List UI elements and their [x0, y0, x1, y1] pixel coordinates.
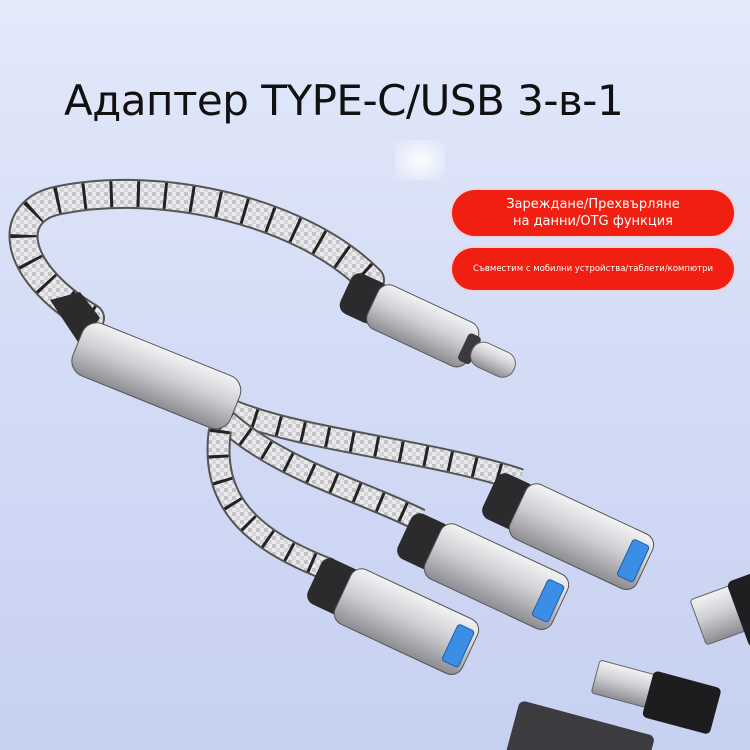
splitter-housing [50, 292, 242, 430]
flash-drive [503, 701, 654, 750]
braided-cable [8, 178, 524, 582]
usb-a-port-3 [307, 558, 480, 675]
badge-line: Съвместим с мобилни устройства/таблети/к… [472, 264, 714, 274]
usb-a-port-1 [482, 473, 655, 590]
badge-line: Зареждане/Прехвърляне [506, 197, 680, 212]
usb-a-port-2 [397, 513, 570, 630]
usb-a-plug [690, 563, 750, 647]
badge-line: на данни/OTG функция [512, 214, 674, 229]
feature-badge-charging: Зареждане/Прехвърляне на данни/OTG функц… [452, 190, 734, 236]
light-glare [395, 140, 445, 180]
page-title: Адаптер TYPE-C/USB 3-в-1 [64, 76, 624, 125]
usb-receiver [591, 660, 721, 734]
feature-badge-compatibility: Съвместим с мобилни устройства/таблети/к… [452, 248, 734, 290]
usb-c-plug [339, 273, 516, 378]
